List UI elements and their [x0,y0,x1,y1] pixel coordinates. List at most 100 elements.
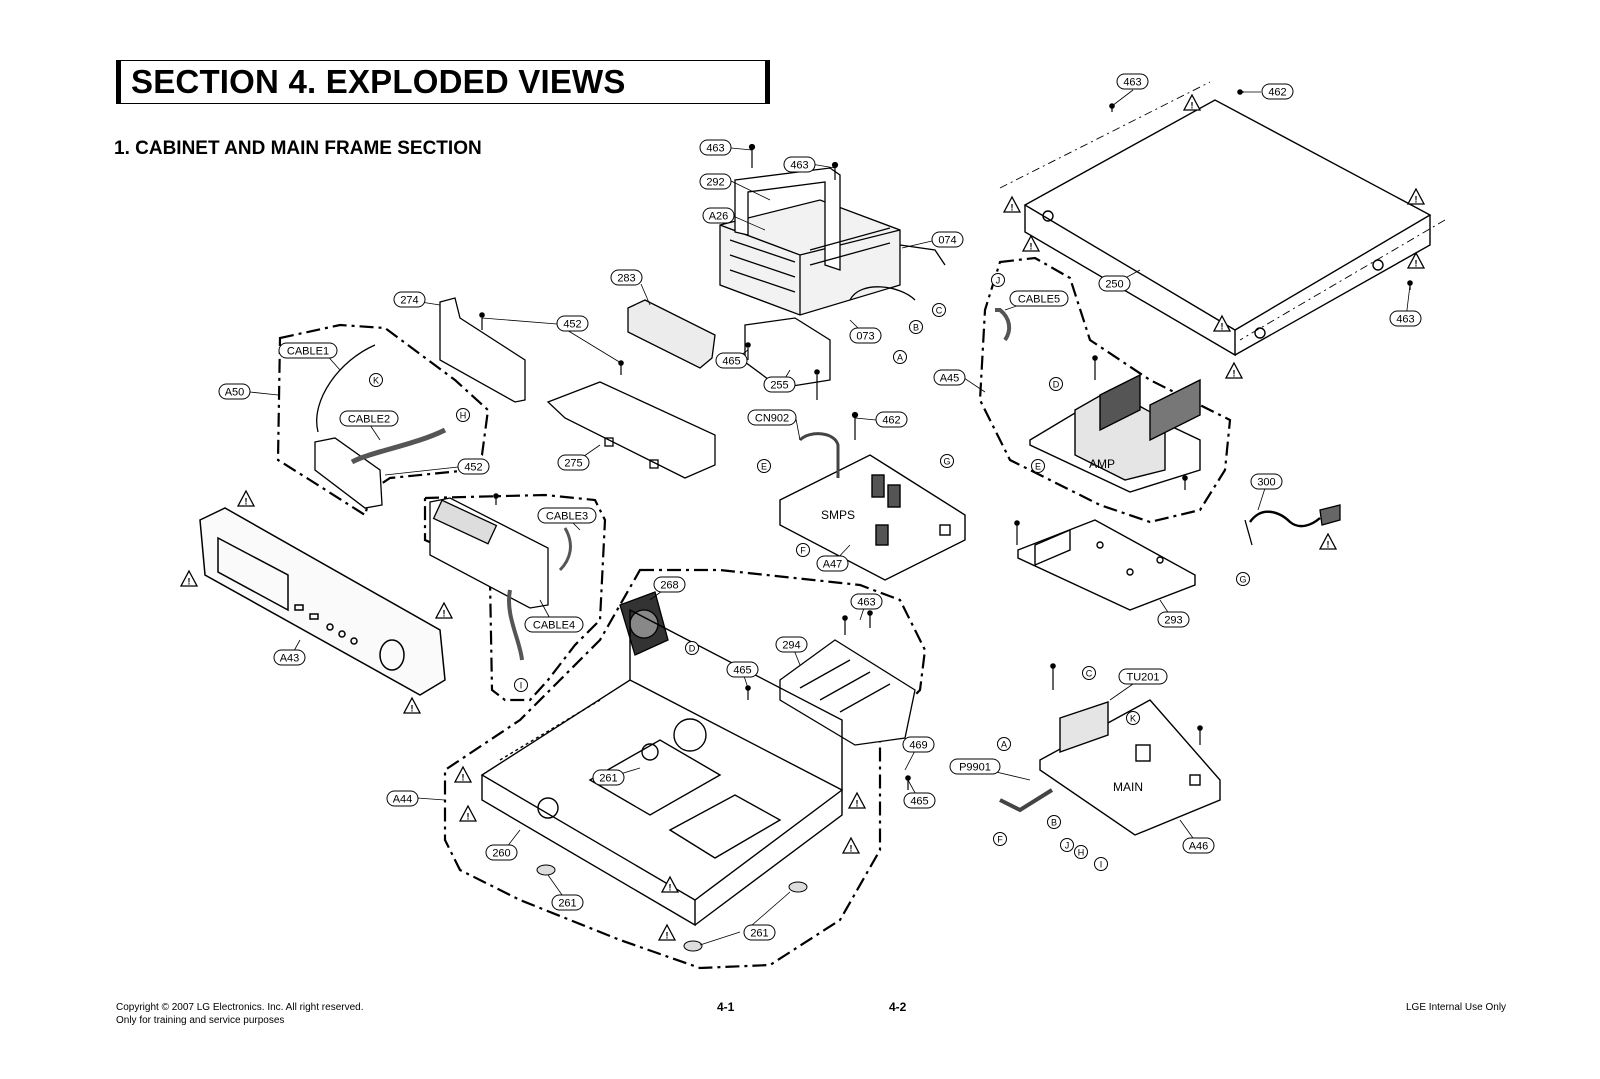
label-462: 462 [1268,87,1286,99]
connector-k: K [1130,714,1136,724]
label-p9901: P9901 [959,762,991,774]
label-463: 463 [1396,314,1414,326]
label-cable3: CABLE3 [546,511,588,523]
connector-j: J [996,276,1001,286]
a44-outline [443,568,927,970]
label-261: 261 [558,898,576,910]
connector-i: I [520,681,523,691]
front-panel-a43 [199,507,446,696]
label-275: 275 [564,458,582,470]
label-tu201: TU201 [1126,672,1159,684]
label-283: 283 [617,273,635,285]
part-labels: 463 463 292 A26 074 463 462 250 463 283 … [225,77,1415,940]
label-260: 260 [492,848,510,860]
board-names: SMPS AMP MAIN [821,457,1143,794]
label-463: 463 [857,597,875,609]
connector-g: G [943,457,950,467]
board-amp [995,308,1201,493]
connector-e: E [1035,462,1041,472]
top-cover-250 [999,81,1446,357]
label-465: 465 [910,796,928,808]
label-300: 300 [1257,477,1275,489]
connector-i: I [1100,860,1103,870]
section-title-box: SECTION 4. EXPLODED VIEWS [116,60,770,104]
connector-circles [369,273,1250,871]
section-title: SECTION 4. EXPLODED VIEWS [131,63,626,100]
connector-g: G [1239,575,1246,585]
label-a45: A45 [940,373,960,385]
label-cn902: CN902 [755,413,789,425]
label-465: 465 [733,665,751,677]
label-261: 261 [750,928,768,940]
connector-e: E [761,462,767,472]
connector-j: J [1065,841,1070,851]
connector-a: A [897,353,903,363]
label-cable5: CABLE5 [1018,294,1060,306]
connector-k: K [373,376,379,386]
bracket-293 [1017,519,1196,611]
page-number-left: 4-1 [717,1000,735,1014]
label-452: 452 [464,462,482,474]
label-cable1: CABLE1 [287,346,329,358]
label-255: 255 [770,380,788,392]
loader-a26 [719,167,946,316]
connector-letters: K H I B A C E F G J D E G D C K A F B J … [373,276,1247,870]
board-name-amp: AMP [1089,457,1115,471]
connector-d: D [1053,380,1060,390]
part-bubbles [218,73,1422,941]
label-463: 463 [790,160,808,172]
label-073: 073 [856,331,874,343]
label-463: 463 [706,143,724,155]
label-294: 294 [782,640,800,652]
footer-copyright: Copyright © 2007 LG Electronics. Inc. Al… [116,1002,364,1013]
label-268: 268 [660,580,678,592]
board-name-smps: SMPS [821,508,855,522]
a45-outline [978,256,1232,524]
label-cable4: CABLE4 [533,620,575,632]
connector-d: D [689,644,696,654]
label-a47: A47 [823,559,843,571]
bracket-294 [779,639,916,746]
feet-261 [536,864,808,952]
label-074: 074 [938,235,956,247]
label-a43: A43 [280,653,300,665]
board-a50 [314,344,447,509]
label-463: 463 [1123,77,1141,89]
part-283 [627,299,716,369]
label-292: 292 [706,177,724,189]
label-a46: A46 [1189,841,1209,853]
fan-268 [619,591,669,656]
connector-f: F [997,835,1003,845]
footer-training: Only for training and service purposes [116,1015,285,1026]
connector-a: A [1001,740,1007,750]
label-a26: A26 [709,211,729,223]
connector-c: C [936,306,943,316]
connector-b: B [913,323,919,333]
label-462: 462 [882,415,900,427]
page-number-right: 4-2 [889,1000,907,1014]
bracket-274 [439,297,526,403]
chassis-a44 [480,608,844,927]
footer-internal: LGE Internal Use Only [1406,1002,1507,1013]
label-cable2: CABLE2 [348,414,390,426]
frame-275 [546,381,716,479]
label-a44: A44 [393,794,413,806]
connector-h: H [460,411,467,421]
board-name-main: MAIN [1113,780,1143,794]
power-cord-300 [1244,504,1341,546]
label-465: 465 [722,356,740,368]
board-main-a46 [999,699,1221,836]
connector-f: F [800,546,806,556]
label-261: 261 [599,773,617,785]
label-250: 250 [1105,279,1123,291]
connector-h: H [1078,848,1085,858]
display-board [429,497,572,661]
label-274: 274 [400,295,418,307]
board-smps-a47 [779,432,966,581]
label-293: 293 [1164,615,1182,627]
connector-b: B [1051,818,1057,828]
label-469: 469 [909,740,927,752]
subsection-title: 1. CABINET AND MAIN FRAME SECTION [114,138,482,159]
label-a50: A50 [225,387,245,399]
